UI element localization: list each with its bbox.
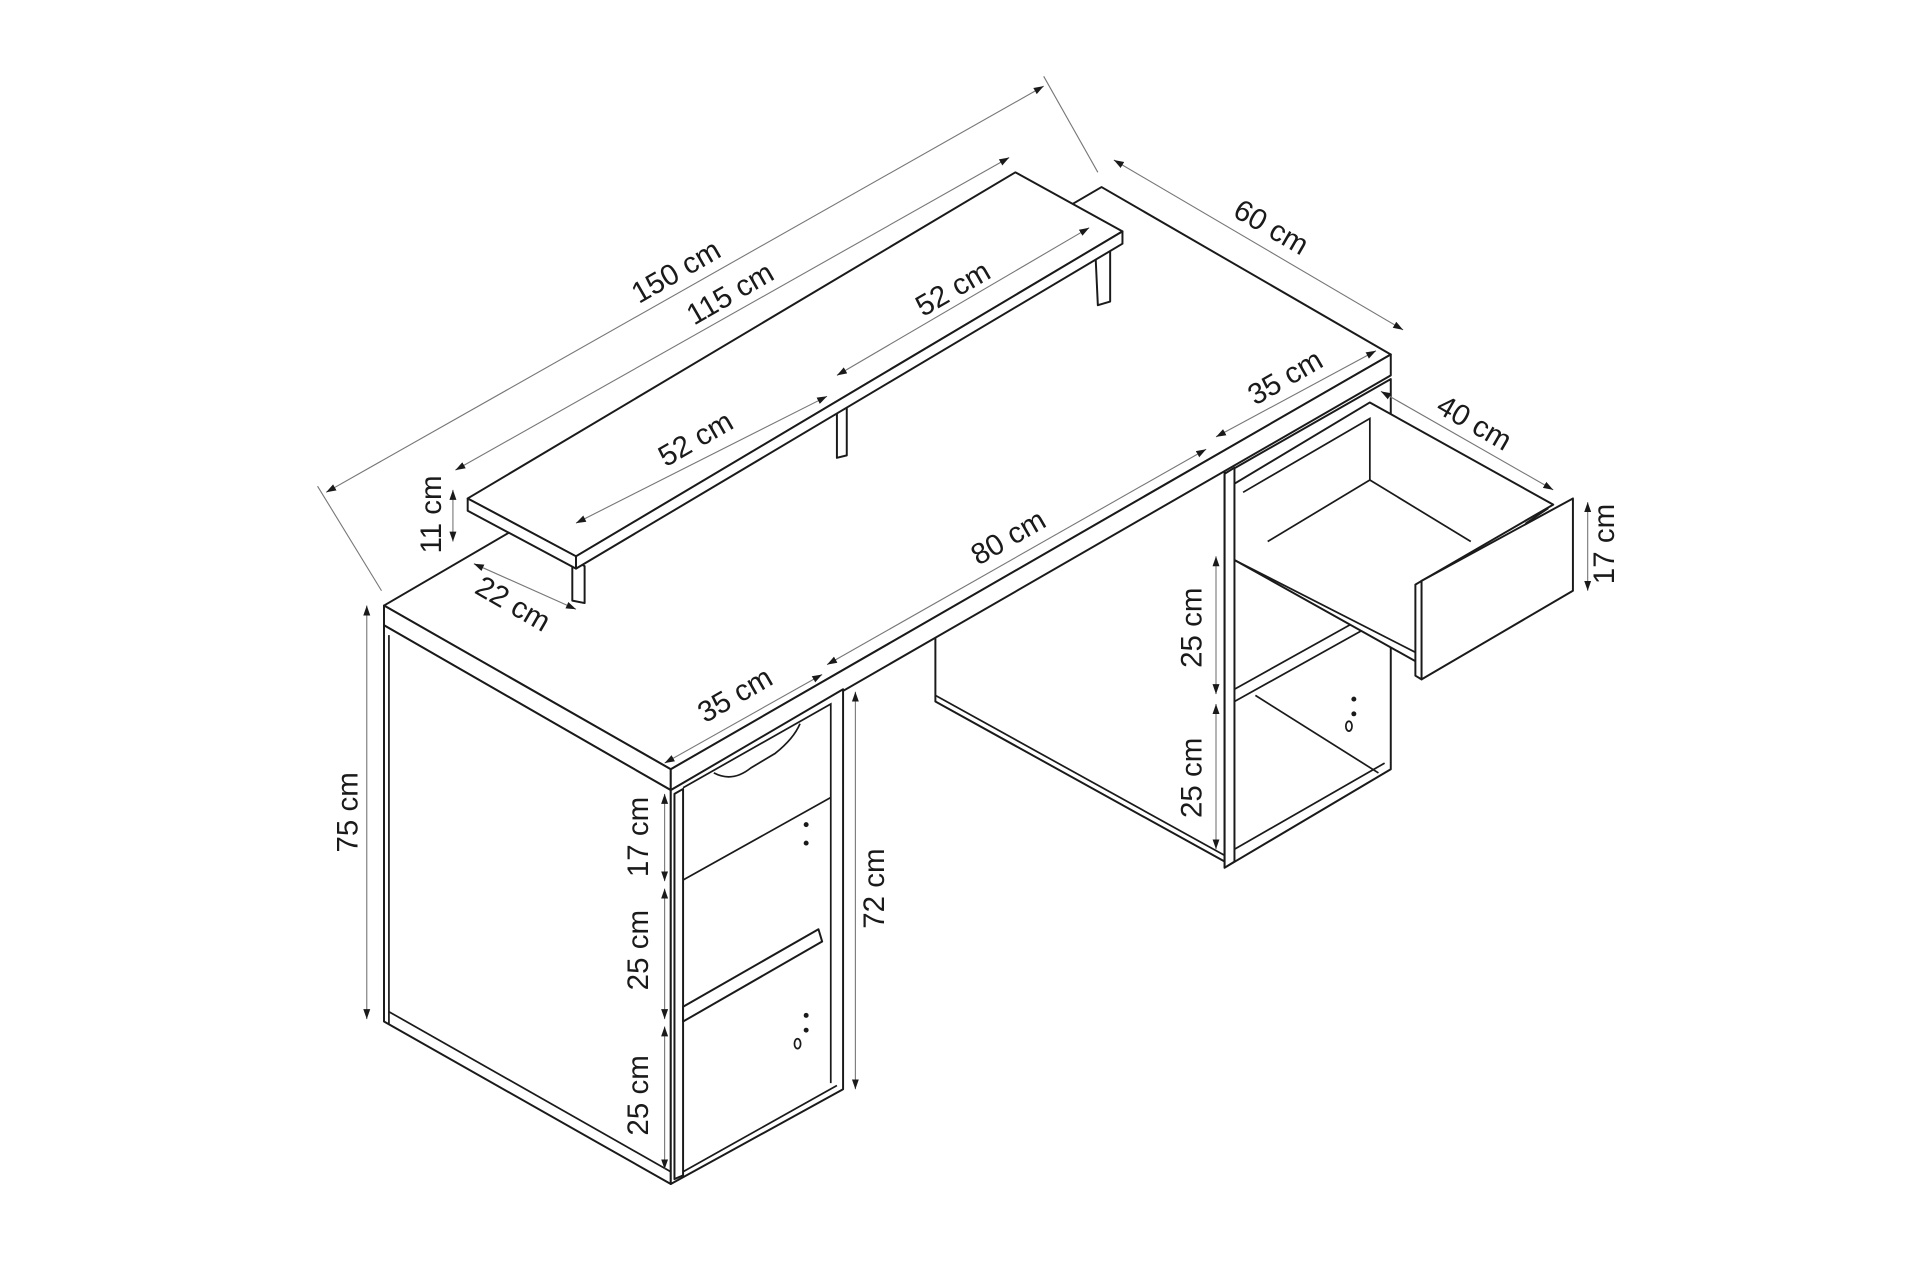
label-right-shelf-lower: 25 cm xyxy=(1176,738,1209,818)
label-left-shelf-upper: 25 cm xyxy=(622,910,655,990)
dimension-labels: 150 cm 115 cm 52 cm 52 cm 60 cm 35 cm 40… xyxy=(331,193,1621,1136)
label-total-height: 75 cm xyxy=(331,772,364,852)
label-pedestal-height: 72 cm xyxy=(858,848,891,928)
label-depth: 60 cm xyxy=(1228,193,1314,262)
dimension-lines xyxy=(317,76,1592,1170)
label-left-shelf-lower: 25 cm xyxy=(622,1055,655,1135)
label-drawer-height-right: 17 cm xyxy=(1588,504,1621,584)
left-pedestal xyxy=(669,688,845,1185)
label-left-drawer-height: 17 cm xyxy=(622,797,655,877)
label-shelf-height: 11 cm xyxy=(415,475,448,553)
label-right-shelf-upper: 25 cm xyxy=(1176,587,1209,667)
